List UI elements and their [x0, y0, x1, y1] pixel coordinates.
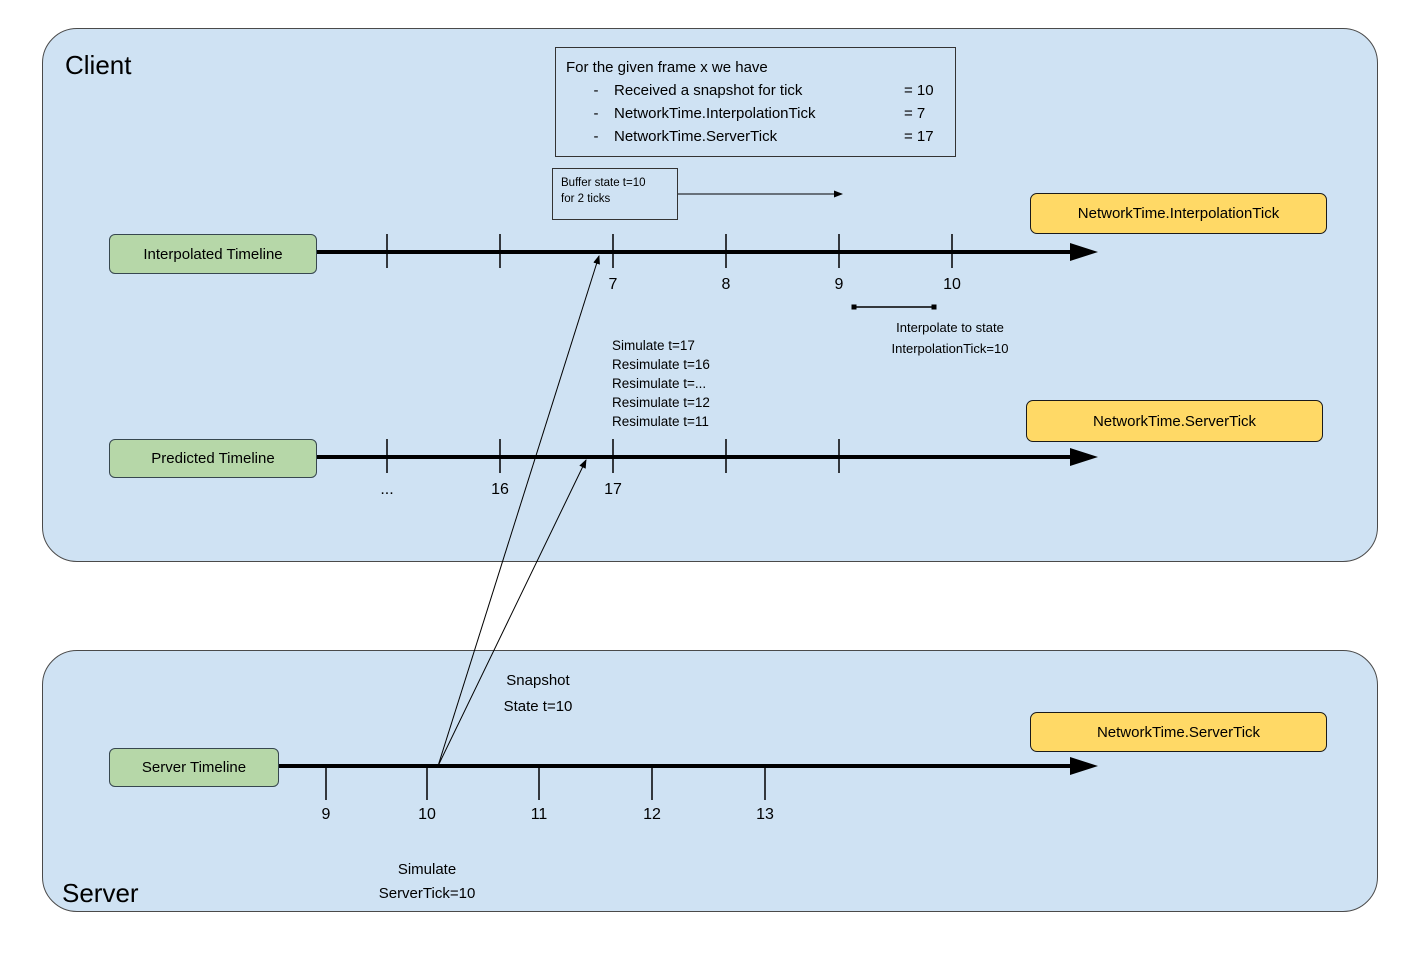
pred-tick-label-17: 17	[604, 481, 622, 498]
interpolate-note-line1: Interpolate to state	[896, 320, 1004, 335]
server-server-tick-badge: NetworkTime.ServerTick	[1030, 712, 1327, 752]
frame-info-title: For the given frame x we have	[566, 59, 768, 76]
interpolate-note-line2: InterpolationTick=10	[891, 341, 1009, 356]
frame-info-label: Received a snapshot for tick	[614, 82, 803, 99]
interp-tick-label-9: 9	[834, 276, 844, 293]
frame-info-value: = 17	[904, 128, 934, 145]
interpolate-note: Interpolate to state InterpolationTick=1…	[892, 317, 1009, 359]
server-tick-label-11: 11	[530, 806, 548, 823]
predicted-timeline-box: Predicted Timeline	[109, 439, 317, 478]
server-tick-label-13: 13	[756, 806, 774, 823]
frame-info-row: - NetworkTime.InterpolationTick = 7	[566, 102, 945, 125]
resimulate-note-line: Resimulate t=16	[612, 357, 710, 372]
frame-info-box: For the given frame x we have - Received…	[555, 47, 956, 157]
bullet-dash: -	[593, 82, 599, 99]
pred-tick-label-16: 16	[491, 481, 509, 498]
interp-tick-label-7: 7	[608, 276, 618, 293]
resimulate-note-line: Resimulate t=...	[612, 376, 707, 391]
interpolated-timeline-box: Interpolated Timeline	[109, 234, 317, 274]
interp-tick-label-8: 8	[721, 276, 731, 293]
simulate-note-line2: ServerTick=10	[378, 885, 476, 902]
snapshot-note-line2: State t=10	[503, 698, 573, 715]
resimulate-note-line: Resimulate t=12	[612, 395, 710, 410]
buffer-note-box: Buffer state t=10 for 2 ticks	[552, 168, 678, 220]
client-section-label: Client	[65, 50, 132, 80]
frame-info-row: - Received a snapshot for tick = 10	[566, 79, 945, 102]
snapshot-note-line1: Snapshot	[506, 672, 570, 689]
frame-info-label: NetworkTime.InterpolationTick	[614, 105, 816, 122]
snapshot-note: Snapshot State t=10	[504, 668, 573, 720]
pred-tick-label-ellipsis: ...	[380, 481, 394, 498]
server-tick-label-12: 12	[643, 806, 661, 823]
buffer-note-line1: Buffer state t=10	[561, 177, 646, 189]
frame-info-value: = 10	[904, 82, 934, 99]
frame-info-row: - NetworkTime.ServerTick = 17	[566, 125, 945, 148]
resimulate-note-line: Simulate t=17	[612, 338, 695, 353]
bullet-dash: -	[593, 105, 599, 122]
resimulate-note-line: Resimulate t=11	[612, 414, 709, 429]
server-tick-label-9: 9	[321, 806, 331, 823]
bullet-dash: -	[593, 128, 599, 145]
server-timeline-box: Server Timeline	[109, 748, 279, 787]
resimulate-note: Simulate t=17 Resimulate t=16 Resimulate…	[612, 336, 710, 431]
frame-info-value: = 7	[904, 105, 926, 122]
interpolation-tick-badge: NetworkTime.InterpolationTick	[1030, 193, 1327, 234]
buffer-note-line2: for 2 ticks	[561, 193, 611, 205]
interp-tick-label-10: 10	[943, 276, 961, 293]
client-server-tick-badge: NetworkTime.ServerTick	[1026, 400, 1323, 442]
simulate-note: Simulate ServerTick=10	[379, 858, 476, 906]
server-section-label: Server	[62, 878, 139, 908]
server-tick-label-10: 10	[418, 806, 436, 823]
frame-info-label: NetworkTime.ServerTick	[614, 128, 778, 145]
simulate-note-line1: Simulate	[397, 861, 457, 878]
